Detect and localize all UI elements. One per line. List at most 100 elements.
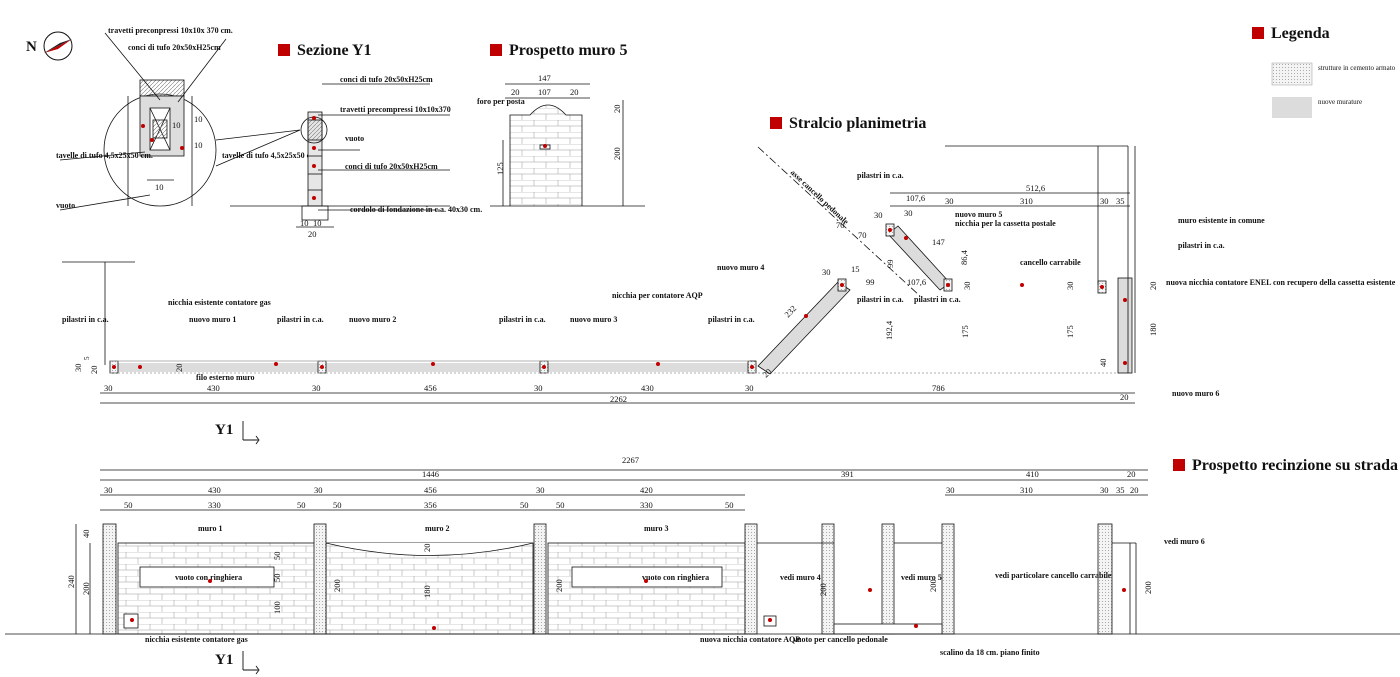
nuovo-muro3-label: nuovo muro 3 bbox=[570, 315, 617, 324]
plan-dim-430b: 430 bbox=[641, 383, 654, 393]
elev-top-456: 456 bbox=[424, 485, 437, 495]
legend-swatch-cemento bbox=[1271, 62, 1313, 86]
plan-dim-864: 86,4 bbox=[959, 249, 969, 265]
elev-vedi5-label: vedi muro 5 bbox=[901, 573, 942, 582]
elev-top-30b: 30 bbox=[314, 485, 323, 495]
elev-h-50a: 50 bbox=[272, 552, 282, 561]
elev-muro1-label: muro 1 bbox=[198, 524, 223, 533]
plan-dim-175a: 175 bbox=[960, 325, 970, 338]
compass-icon: N bbox=[26, 31, 73, 61]
detail-dim-10-right: 10 bbox=[194, 114, 203, 124]
plan-dim-99v: 99 bbox=[885, 260, 895, 269]
sezione-dim-10b: 10 bbox=[313, 218, 322, 228]
elev-vuoto1-label: vuoto con ringhiera bbox=[175, 573, 242, 582]
elev-top-30a: 30 bbox=[104, 485, 113, 495]
elev-dim-391: 391 bbox=[841, 469, 854, 479]
plan-dim-5126: 512,6 bbox=[1026, 183, 1045, 193]
plan-dim-456: 456 bbox=[424, 383, 437, 393]
sezione-dim-10a: 10 bbox=[300, 218, 309, 228]
legend-swatch-murature bbox=[1272, 97, 1312, 118]
elev-nicchia-aqp-label: nuova nicchia contatore AQP bbox=[700, 635, 800, 644]
plan-dim-30e: 30 bbox=[822, 267, 831, 277]
sezione-conci-top: conci di tufo 20x50xH25cm bbox=[340, 75, 433, 84]
nuovo-muro2-label: nuovo muro 2 bbox=[349, 315, 396, 324]
plan-dim-175b: 175 bbox=[1065, 325, 1075, 338]
muro5-dim-125: 125 bbox=[495, 162, 505, 175]
plan-dim-30f: 30 bbox=[962, 282, 972, 291]
detail-conci-label: conci di tufo 20x50xH25cm bbox=[128, 43, 221, 52]
plan-dim-30g: 30 bbox=[1065, 282, 1075, 291]
detail-tavelle-left-label: tavelle di tufo 4,5x25x50 cm. bbox=[56, 151, 153, 160]
plan-dim-310: 310 bbox=[1020, 196, 1033, 206]
detail-dim-10-inner: 10 bbox=[172, 120, 181, 130]
elev-b-50a: 50 bbox=[124, 500, 133, 510]
plan-dim-30-3: 30 bbox=[534, 383, 543, 393]
plan-dim-1924: 192,4 bbox=[884, 320, 894, 340]
elev-muro3-label: muro 3 bbox=[644, 524, 669, 533]
sezione-labels: conci di tufo 20x50xH25cm travetti preco… bbox=[300, 75, 482, 239]
muro5-foro-label: foro per posta bbox=[477, 97, 525, 106]
elev-h-200d: 200 bbox=[818, 583, 828, 596]
elev-y1-marker: Y1 bbox=[215, 652, 233, 668]
plan-drawing bbox=[62, 145, 1136, 404]
plan-dim-70a: 70 bbox=[858, 230, 867, 240]
plan-dim-20r: 20 bbox=[1148, 282, 1158, 291]
muro5-dim-200: 200 bbox=[612, 147, 622, 160]
detail-vuoto-label: vuoto bbox=[56, 201, 75, 210]
elev-h-240: 240 bbox=[66, 575, 76, 588]
nuovo-muro5-label: nuovo muro 5 bbox=[955, 210, 1002, 219]
plan-dim-2262: 2262 bbox=[610, 394, 627, 404]
elev-b-330b: 330 bbox=[640, 500, 653, 510]
prospetto-muro5-title: Prospetto muro 5 bbox=[490, 42, 628, 60]
plan-labels: asse cancello pedonale pilastri in c.a. … bbox=[62, 168, 1396, 445]
elev-h-20: 20 bbox=[422, 544, 432, 553]
plan-dim-99h: 99 bbox=[866, 277, 875, 287]
plan-dim-30d: 30 bbox=[904, 208, 913, 218]
elev-b-50c: 50 bbox=[333, 500, 342, 510]
stralcio-title: Stralcio planimetria bbox=[770, 115, 926, 133]
elev-b-50f: 50 bbox=[725, 500, 734, 510]
plan-y1-marker: Y1 bbox=[215, 422, 233, 438]
elev-top-420: 420 bbox=[640, 485, 653, 495]
elev-dim-2267: 2267 bbox=[622, 455, 639, 465]
muro5-dim-107: 107 bbox=[538, 87, 551, 97]
plan-dim-430a: 430 bbox=[207, 383, 220, 393]
pilastri-top-label: pilastri in c.a. bbox=[857, 171, 904, 180]
elev-top-35: 35 bbox=[1116, 485, 1125, 495]
plan-dim-30-4: 30 bbox=[745, 383, 754, 393]
elev-vedi6-label: vedi muro 6 bbox=[1164, 537, 1205, 546]
plan-dim-20end: 20 bbox=[1120, 392, 1129, 402]
legend-cemento-label: strutture in cemento armato bbox=[1318, 64, 1396, 72]
elev-b-50e: 50 bbox=[556, 500, 565, 510]
elev-top-30e: 30 bbox=[1100, 485, 1109, 495]
plan-dim-1076b: 107,6 bbox=[907, 277, 926, 287]
nuovo-muro1-label: nuovo muro 1 bbox=[189, 315, 236, 324]
nicchia-postale-label: nicchia per la cassetta postale bbox=[955, 219, 1056, 228]
elev-b-356: 356 bbox=[424, 500, 437, 510]
elev-h-200a: 200 bbox=[81, 582, 91, 595]
plan-dim-30b: 30 bbox=[1100, 196, 1109, 206]
filo-esterno-label: filo esterno muro bbox=[196, 373, 255, 382]
plan-dim-20l: 20 bbox=[89, 366, 99, 375]
legenda-title: Legenda bbox=[1252, 25, 1330, 43]
y1-arrow-icon bbox=[242, 421, 260, 445]
prospetto-recinzione-title: Prospetto recinzione su strada bbox=[1173, 457, 1398, 475]
cancello-carrabile-label: cancello carrabile bbox=[1020, 258, 1081, 267]
legend-murature-label: nuove murature bbox=[1318, 98, 1362, 106]
elevation-drawing bbox=[5, 469, 1400, 635]
elev-h-100: 100 bbox=[272, 601, 282, 614]
legend: strutture in cemento armato nuove muratu… bbox=[1271, 62, 1396, 118]
elev-h-200b: 200 bbox=[332, 579, 342, 592]
asse-cancello-label: asse cancello pedonale bbox=[789, 168, 851, 227]
elev-h-200f: 200 bbox=[1143, 581, 1153, 594]
nicchia-gas-label: nicchia esistente contatore gas bbox=[168, 298, 271, 307]
pilastri-c-label: pilastri in c.a. bbox=[1178, 241, 1225, 250]
elev-muro2-label: muro 2 bbox=[425, 524, 450, 533]
pilastri-4-label: pilastri in c.a. bbox=[708, 315, 755, 324]
muro5-dim-20v: 20 bbox=[612, 105, 622, 114]
elev-scalino-label: scalino da 18 cm. piano finito bbox=[940, 648, 1040, 657]
pilastri-3-label: pilastri in c.a. bbox=[499, 315, 546, 324]
detail-travetti-label: travetti preconpressi 10x10x 370 cm. bbox=[108, 26, 233, 35]
elev-b-50d: 50 bbox=[520, 500, 529, 510]
